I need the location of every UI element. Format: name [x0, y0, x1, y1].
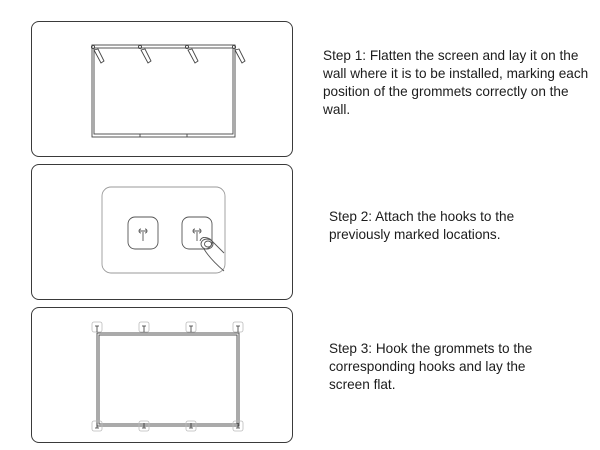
hooks-illustration-icon	[101, 186, 226, 274]
step-2-panel	[31, 164, 293, 300]
hung-screen-illustration-icon	[91, 321, 244, 432]
screen-illustration-icon	[90, 44, 246, 138]
step-1-panel	[31, 21, 293, 157]
step-2-text: Step 2: Attach the hooks to the previous…	[329, 209, 515, 242]
step-1-text: Step 1: Flatten the screen and lay it on…	[323, 48, 589, 117]
step-3-panel	[31, 307, 293, 443]
step-3-text: Step 3: Hook the grommets to the corresp…	[329, 341, 533, 392]
